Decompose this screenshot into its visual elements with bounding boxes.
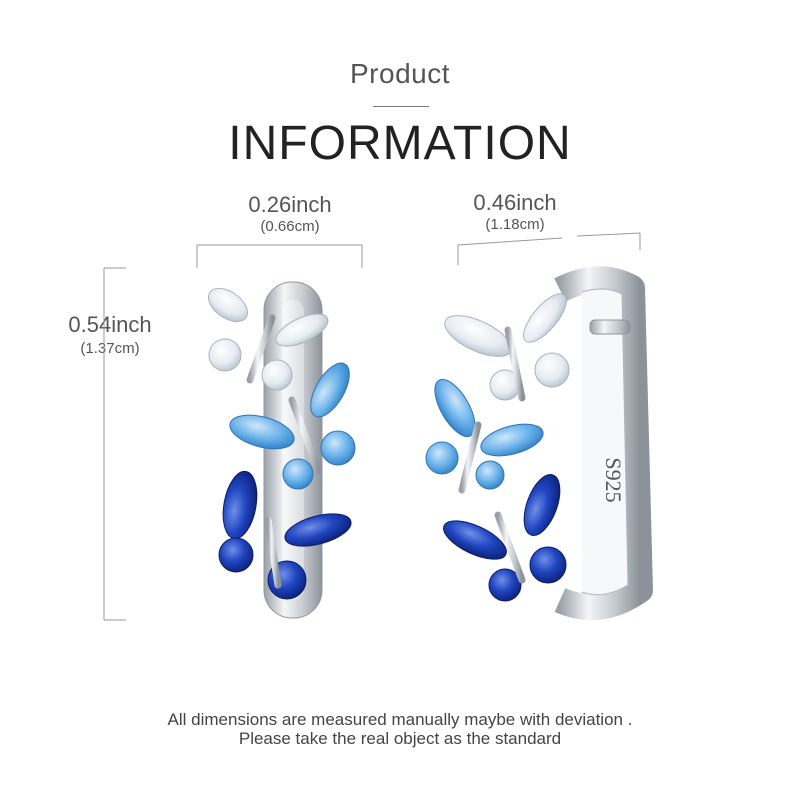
- dark-blue-stone: [529, 546, 567, 584]
- hinge-clip: [589, 319, 631, 335]
- side-width-cm: (1.18cm): [485, 216, 545, 233]
- clear-wing: [523, 293, 567, 343]
- dark-blue-wing: [523, 473, 561, 537]
- disclaimer-line-1: All dimensions are measured manually may…: [167, 710, 633, 729]
- front-width-cm: (0.66cm): [260, 218, 320, 235]
- s925-stamp: S925: [601, 457, 626, 502]
- side-width-inch: 0.46inch: [473, 190, 557, 215]
- clear-stone: [534, 352, 570, 388]
- light-blue-wing: [229, 414, 295, 450]
- dark-blue-wing: [222, 470, 258, 540]
- disclaimer-line-2: Please take the real object as the stand…: [238, 729, 562, 748]
- light-blue-stone: [475, 460, 505, 490]
- side-hoop: [554, 266, 653, 621]
- light-blue-stone: [320, 430, 356, 466]
- clear-stone: [261, 359, 293, 391]
- height-inch: 0.54inch: [68, 312, 152, 337]
- front-earring: [207, 281, 356, 619]
- clear-stone: [208, 338, 242, 372]
- front-width-inch: 0.26inch: [248, 192, 332, 217]
- information-title: INFORMATION: [228, 117, 572, 170]
- light-blue-wing: [480, 423, 544, 457]
- dark-blue-stone: [488, 568, 522, 602]
- product-label: Product: [350, 58, 450, 89]
- light-blue-wing: [310, 362, 350, 418]
- dark-blue-wing: [284, 513, 352, 547]
- clear-wing: [444, 315, 512, 357]
- dark-blue-stone: [218, 537, 254, 573]
- height-cm: (1.37cm): [80, 340, 140, 357]
- light-blue-wing: [434, 378, 476, 438]
- light-blue-stone: [282, 458, 314, 490]
- dimension-lines: [103, 232, 641, 621]
- clear-wing: [207, 287, 249, 323]
- light-blue-stone: [425, 441, 459, 475]
- dark-blue-wing: [443, 520, 507, 560]
- title-underline: [373, 106, 429, 107]
- side-earring: S925: [425, 266, 653, 621]
- height-line: [103, 267, 126, 621]
- front-width-line: [196, 244, 363, 268]
- side-width-line: [457, 232, 641, 265]
- clear-wing: [275, 313, 329, 347]
